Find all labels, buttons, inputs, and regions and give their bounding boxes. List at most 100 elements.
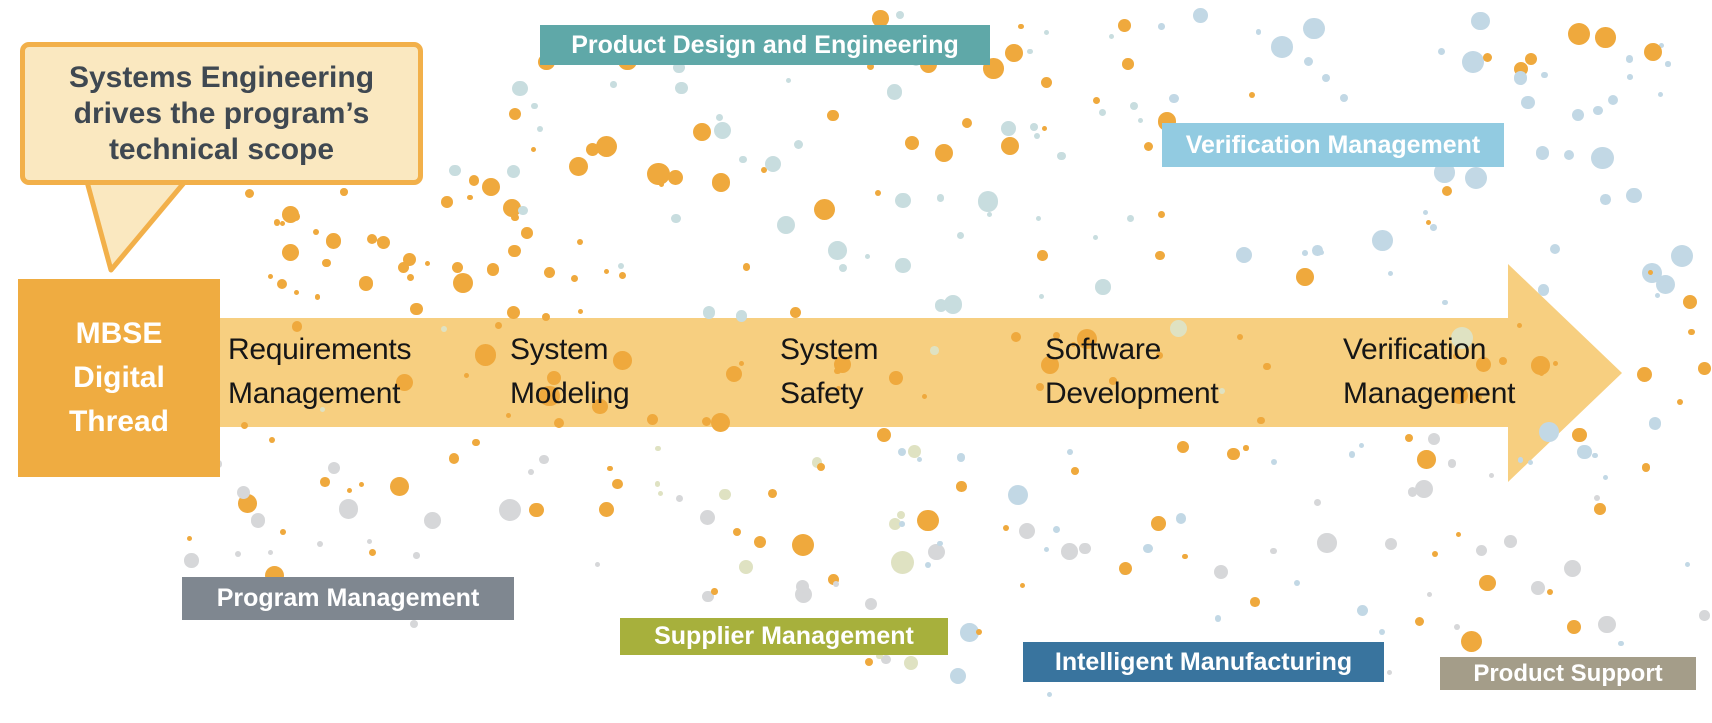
scatter-dot: [610, 81, 617, 88]
scatter-dot: [1618, 641, 1624, 647]
scatter-dot: [928, 543, 945, 561]
scatter-dot: [1471, 11, 1490, 30]
scatter-dot: [1387, 670, 1393, 676]
scatter-dot: [1427, 433, 1441, 446]
scatter-dot: [654, 481, 661, 487]
scatter-dot: [1312, 245, 1323, 256]
scatter-dot: [592, 398, 608, 415]
scatter-dot: [719, 488, 731, 501]
scatter-dot: [506, 164, 521, 179]
scatter-dot: [895, 10, 904, 19]
scatter-dot: [1002, 524, 1009, 531]
scatter-dot: [1340, 94, 1349, 102]
scatter-dot: [943, 295, 963, 314]
scatter-dot: [658, 490, 664, 496]
scatter-dot: [425, 260, 431, 266]
scatter-dot: [1641, 463, 1651, 472]
scatter-dot: [389, 476, 410, 497]
scatter-dot: [864, 657, 874, 667]
scatter-dot: [1169, 319, 1187, 337]
scatter-dot: [1566, 620, 1581, 635]
scatter-dot: [1677, 398, 1684, 405]
scatter-dot: [647, 162, 670, 186]
scatter-dot: [1092, 235, 1098, 241]
scatter-dot: [1060, 542, 1078, 560]
scatter-dot: [468, 175, 480, 186]
scatter-dot: [1451, 387, 1469, 405]
scatter-dot: [1648, 269, 1654, 275]
scatter-dot: [1503, 534, 1517, 548]
scatter-dot: [618, 271, 627, 280]
scatter-dot: [1527, 459, 1534, 466]
scatter-dot: [607, 465, 613, 471]
scatter-dot: [1535, 146, 1550, 160]
scatter-dot: [888, 518, 902, 531]
scatter-dot: [1637, 367, 1653, 382]
scatter-dot: [1067, 448, 1073, 455]
scatter-dot: [1109, 377, 1117, 385]
scatter-dot: [702, 306, 716, 319]
scatter-dot: [1430, 223, 1437, 231]
scatter-dot: [1437, 48, 1446, 56]
scatter-dot: [539, 386, 560, 407]
scatter-dot: [498, 498, 521, 521]
scatter-dot: [834, 356, 852, 374]
scatter-dot: [1516, 322, 1522, 328]
scatter-dot: [975, 628, 983, 635]
scatter-dot: [322, 258, 331, 268]
scatter-dot: [613, 351, 632, 370]
scatter-dot: [832, 581, 839, 587]
scatter-dot: [1531, 581, 1546, 596]
scatter-dot: [536, 125, 543, 133]
scatter-dot: [1040, 355, 1060, 375]
scatter-dot: [1379, 629, 1385, 635]
scatter-dot: [518, 205, 528, 216]
scatter-dot: [451, 261, 463, 273]
stage-system-modeling: System Modeling: [510, 333, 630, 410]
scatter-dot: [896, 511, 905, 520]
scatter-dot: [1537, 284, 1550, 297]
scatter-dot: [410, 302, 423, 315]
scatter-dot: [957, 453, 966, 462]
scatter-dot: [1005, 43, 1024, 62]
scatter-dot: [1665, 61, 1671, 67]
scatter-dot: [673, 61, 685, 74]
scatter-dot: [1027, 48, 1033, 55]
scatter-dot: [811, 457, 823, 468]
scatter-dot: [1008, 484, 1029, 505]
scatter-dot: [1270, 458, 1277, 465]
scatter-dot: [977, 191, 999, 212]
scatter-dot: [1698, 362, 1712, 375]
scatter-dot: [889, 371, 903, 385]
scatter-dot: [1177, 440, 1190, 454]
scatter-dot: [397, 261, 410, 274]
scatter-dot: [1671, 245, 1694, 267]
scatter-dot: [1263, 362, 1271, 371]
scatter-dot: [1462, 51, 1484, 73]
scatter-dot: [903, 656, 918, 671]
scatter-dot: [1052, 525, 1061, 534]
scatter-dot: [1155, 250, 1165, 261]
scatter-dot: [702, 590, 714, 603]
scatter-dot: [277, 278, 288, 289]
chip-product-design-and-engineering: Product Design and Engineering: [540, 25, 990, 65]
scatter-dot: [1295, 267, 1314, 286]
scatter-dot: [598, 501, 614, 517]
scatter-dot: [768, 489, 777, 498]
scatter-dot: [316, 540, 324, 548]
scatter-dot: [1144, 142, 1154, 151]
scatter-dot: [924, 562, 931, 569]
scatter-dot: [448, 453, 460, 464]
scatter-dot: [1301, 250, 1308, 256]
scatter-dot: [413, 552, 420, 559]
scatter-dot: [1479, 575, 1496, 592]
scatter-dot: [1269, 547, 1277, 555]
scatter-dot: [1029, 123, 1038, 131]
scatter-dot: [325, 232, 342, 249]
scatter-dot: [671, 213, 681, 224]
scatter-dot: [1531, 356, 1550, 375]
scatter-dot: [711, 173, 731, 192]
scatter-dot: [1236, 247, 1253, 264]
scatter-dot: [739, 155, 747, 164]
scatter-dot: [1524, 52, 1538, 66]
